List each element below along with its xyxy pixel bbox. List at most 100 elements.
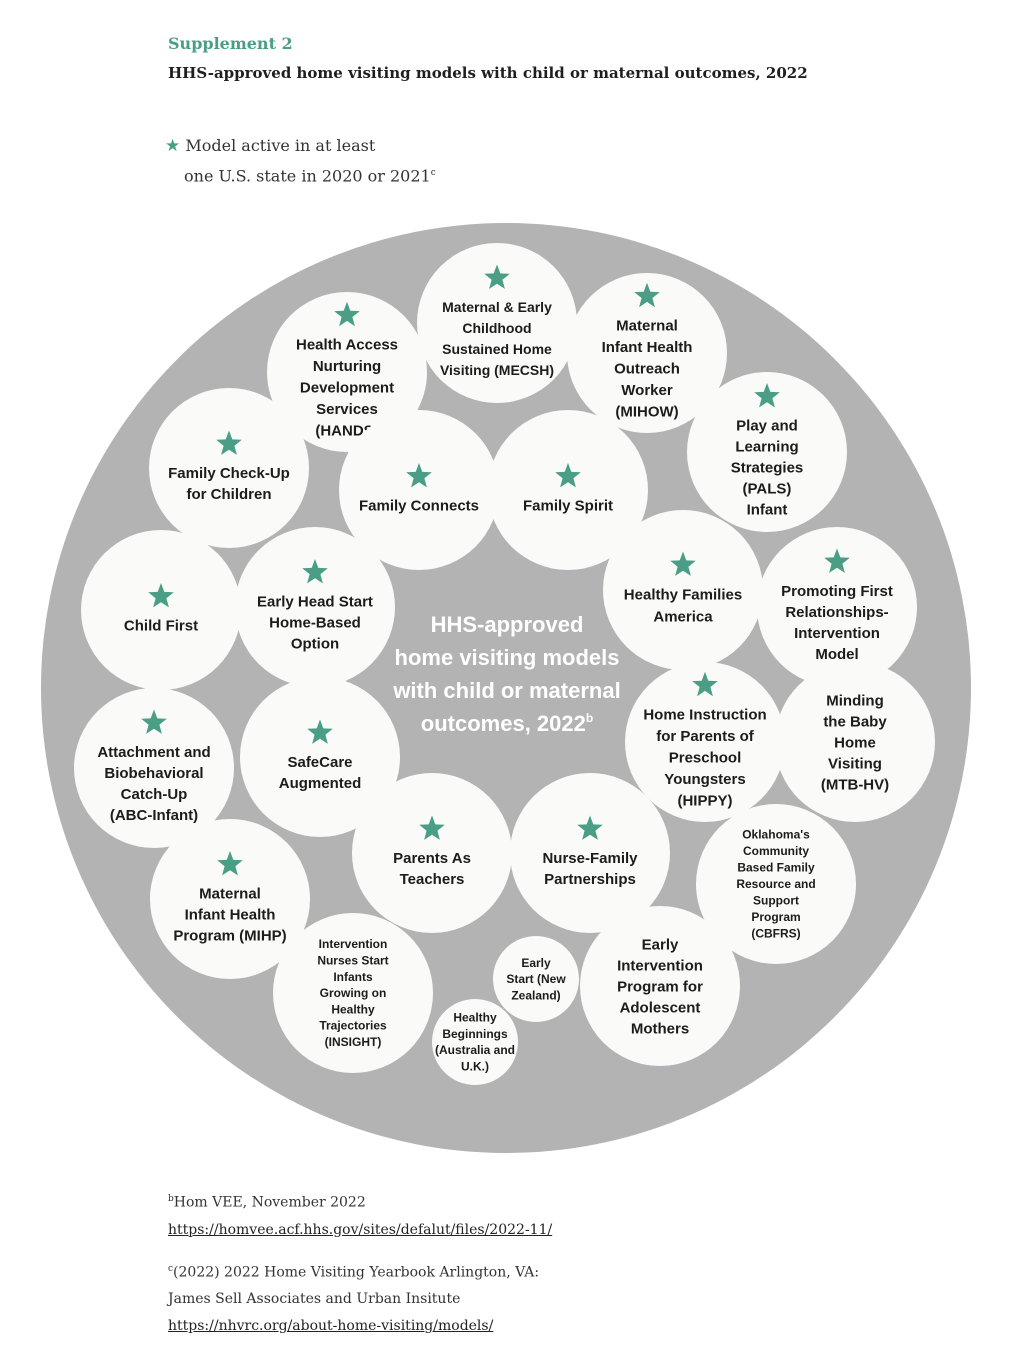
model-bubble (510, 773, 670, 933)
model-bubble (352, 773, 512, 933)
legend-line-1: Model active in at least (185, 136, 376, 155)
model-bubble (757, 527, 917, 687)
star-icon (406, 463, 432, 488)
star-icon (824, 548, 850, 573)
footnotes: bHom VEE, November 2022 https://homvee.a… (168, 1186, 552, 1340)
star-icon (217, 851, 243, 876)
model-bubble (74, 688, 234, 848)
footnote-b-text: Hom VEE, November 2022 (173, 1194, 366, 1211)
footnote-c-link[interactable]: https://nhvrc.org/about-home-visiting/mo… (168, 1318, 494, 1335)
model-bubble (625, 662, 785, 822)
footnote-b-mark: b (168, 1194, 174, 1204)
star-icon (307, 719, 333, 744)
footnote-b-link[interactable]: https://homvee.acf.hhs.gov/sites/defalut… (168, 1221, 553, 1238)
model-bubble (235, 527, 395, 687)
model-bubble (488, 410, 648, 570)
model-bubble (687, 372, 847, 532)
star-icon (141, 709, 167, 734)
model-bubble (339, 410, 499, 570)
star-icon (334, 301, 360, 327)
model-label: Family Spirit (523, 497, 613, 514)
legend-line-2: one U.S. state in 2020 or 2021 (184, 166, 431, 186)
model-bubble (273, 913, 433, 1073)
model-bubble (417, 243, 577, 403)
footnote-c-text-2: James Sell Associates and Urban Insitute (168, 1291, 461, 1308)
model-bubble (493, 936, 579, 1022)
star-icon (419, 815, 445, 840)
supplement-label: Supplement 2 (168, 34, 293, 53)
star-icon (577, 815, 603, 840)
legend-footnote-mark: c (430, 168, 436, 178)
star-icon (754, 383, 780, 408)
model-family-connects: Family Connects (339, 410, 499, 570)
model-bubble (267, 292, 427, 452)
star-icon (148, 583, 174, 608)
footnote-c-mark: c (168, 1263, 174, 1274)
star-icon (555, 463, 581, 488)
model-bubble (240, 677, 400, 837)
model-bubble (696, 804, 856, 964)
model-bubble (150, 819, 310, 979)
model-bubble (775, 662, 935, 822)
model-family-spirit: Family Spirit (488, 410, 648, 570)
star-icon: ★ (165, 136, 181, 156)
model-label: Child First (124, 617, 198, 634)
model-bubble (149, 388, 309, 548)
model-bubble (432, 999, 518, 1085)
star-icon (484, 264, 510, 289)
legend: ★ Model active in at least one U.S. stat… (165, 132, 436, 189)
star-icon (216, 430, 242, 455)
model-child-first: Child First (81, 530, 241, 690)
star-icon (670, 551, 696, 576)
star-icon (302, 559, 328, 584)
model-bubble (567, 273, 727, 433)
model-bubble (580, 906, 740, 1066)
star-icon (692, 671, 718, 697)
star-icon (634, 282, 660, 308)
page-title: HHS-approved home visiting models with c… (168, 64, 808, 82)
model-bubble (603, 510, 763, 670)
model-label: Family Connects (359, 497, 479, 514)
footnote-c-text-1: (2022) 2022 Home Visiting Yearbook Arlin… (173, 1264, 540, 1281)
